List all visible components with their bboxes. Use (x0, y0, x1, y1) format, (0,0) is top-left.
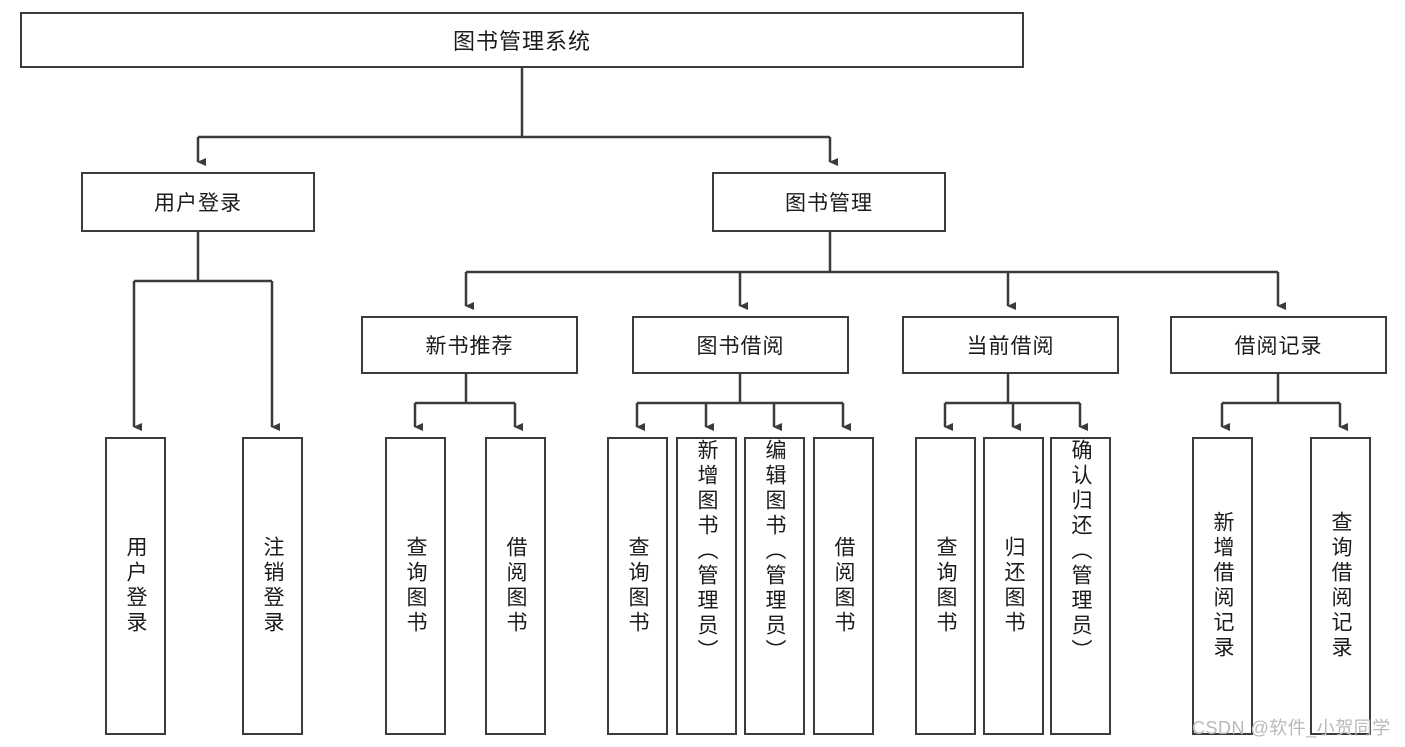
node-book-borrow-label: 图书借阅 (696, 335, 785, 358)
node-leaf-query-book-3[interactable]: 查询图书 (915, 437, 976, 735)
node-current-borrow-label: 当前借阅 (966, 335, 1055, 358)
node-leaf-query-borrow-record[interactable]: 查询借阅记录 (1310, 437, 1371, 735)
node-book-borrow[interactable]: 图书借阅 (632, 316, 849, 374)
node-root-system[interactable]: 图书管理系统 (20, 12, 1024, 68)
node-leaf-query-book-1[interactable]: 查询图书 (385, 437, 446, 735)
watermark-csdn: CSDN @软件_小贺同学 (1192, 718, 1391, 738)
node-leaf-edit-book-admin[interactable]: 编辑图书（管理员） (744, 437, 805, 735)
node-leaf-query-book-3-label: 查询图书 (934, 536, 957, 636)
node-borrow-record-label: 借阅记录 (1234, 335, 1323, 358)
node-leaf-borrow-book-2-label: 借阅图书 (832, 536, 855, 636)
node-leaf-return-book-label: 归还图书 (1002, 536, 1025, 636)
node-leaf-borrow-book-1-label: 借阅图书 (504, 536, 527, 636)
node-leaf-add-borrow-record[interactable]: 新增借阅记录 (1192, 437, 1253, 735)
node-leaf-confirm-return-admin[interactable]: 确认归还（管理员） (1050, 437, 1111, 735)
node-leaf-user-login-label: 用户登录 (124, 536, 147, 636)
node-borrow-record[interactable]: 借阅记录 (1170, 316, 1387, 374)
node-leaf-borrow-book-2[interactable]: 借阅图书 (813, 437, 874, 735)
node-user-login-label: 用户登录 (154, 192, 242, 215)
node-leaf-query-book-1-label: 查询图书 (404, 536, 427, 636)
node-leaf-return-book[interactable]: 归还图书 (983, 437, 1044, 735)
node-user-login[interactable]: 用户登录 (81, 172, 315, 232)
node-leaf-add-borrow-record-label: 新增借阅记录 (1211, 511, 1234, 661)
node-book-manage-label: 图书管理 (785, 192, 873, 215)
node-new-book-recommend[interactable]: 新书推荐 (361, 316, 578, 374)
node-leaf-edit-book-admin-label: 编辑图书（管理员） (763, 439, 786, 664)
node-leaf-user-login[interactable]: 用户登录 (105, 437, 166, 735)
node-leaf-query-borrow-record-label: 查询借阅记录 (1329, 511, 1352, 661)
node-book-manage[interactable]: 图书管理 (712, 172, 946, 232)
node-leaf-borrow-book-1[interactable]: 借阅图书 (485, 437, 546, 735)
node-new-book-recommend-label: 新书推荐 (425, 335, 514, 358)
node-leaf-add-book-admin-label: 新增图书（管理员） (695, 439, 718, 664)
node-leaf-query-book-2[interactable]: 查询图书 (607, 437, 668, 735)
node-leaf-logout-login-label: 注销登录 (261, 536, 284, 636)
node-leaf-confirm-return-admin-label: 确认归还（管理员） (1069, 439, 1092, 664)
node-root-label: 图书管理系统 (452, 29, 591, 54)
node-leaf-add-book-admin[interactable]: 新增图书（管理员） (676, 437, 737, 735)
node-leaf-query-book-2-label: 查询图书 (626, 536, 649, 636)
node-current-borrow[interactable]: 当前借阅 (902, 316, 1119, 374)
node-leaf-logout-login[interactable]: 注销登录 (242, 437, 303, 735)
